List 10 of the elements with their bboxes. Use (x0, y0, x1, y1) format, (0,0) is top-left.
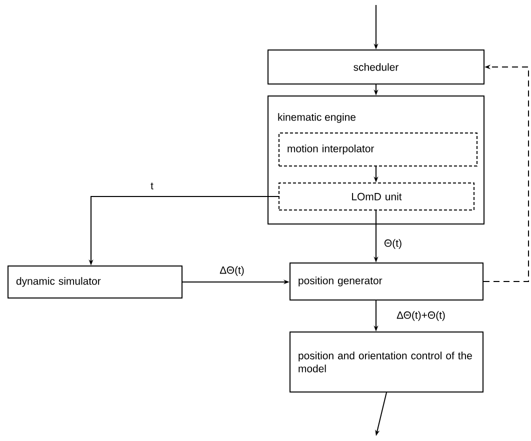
process-box: dynamic simulator (8, 266, 182, 298)
process-box: position generator (290, 262, 484, 300)
edge-label: t (150, 182, 154, 190)
inner-box: motion interpolator (278, 132, 478, 166)
process-box: scheduler (268, 50, 484, 84)
edge-label: ΔΘ(t) (218, 265, 246, 277)
edge-label: ΔΘ(t)+Θ(t) (396, 310, 446, 322)
inner-box: LOmD unit (278, 182, 474, 210)
process-box: position and orientation control of the model (290, 332, 484, 392)
edge-label: Θ(t) (383, 238, 403, 250)
